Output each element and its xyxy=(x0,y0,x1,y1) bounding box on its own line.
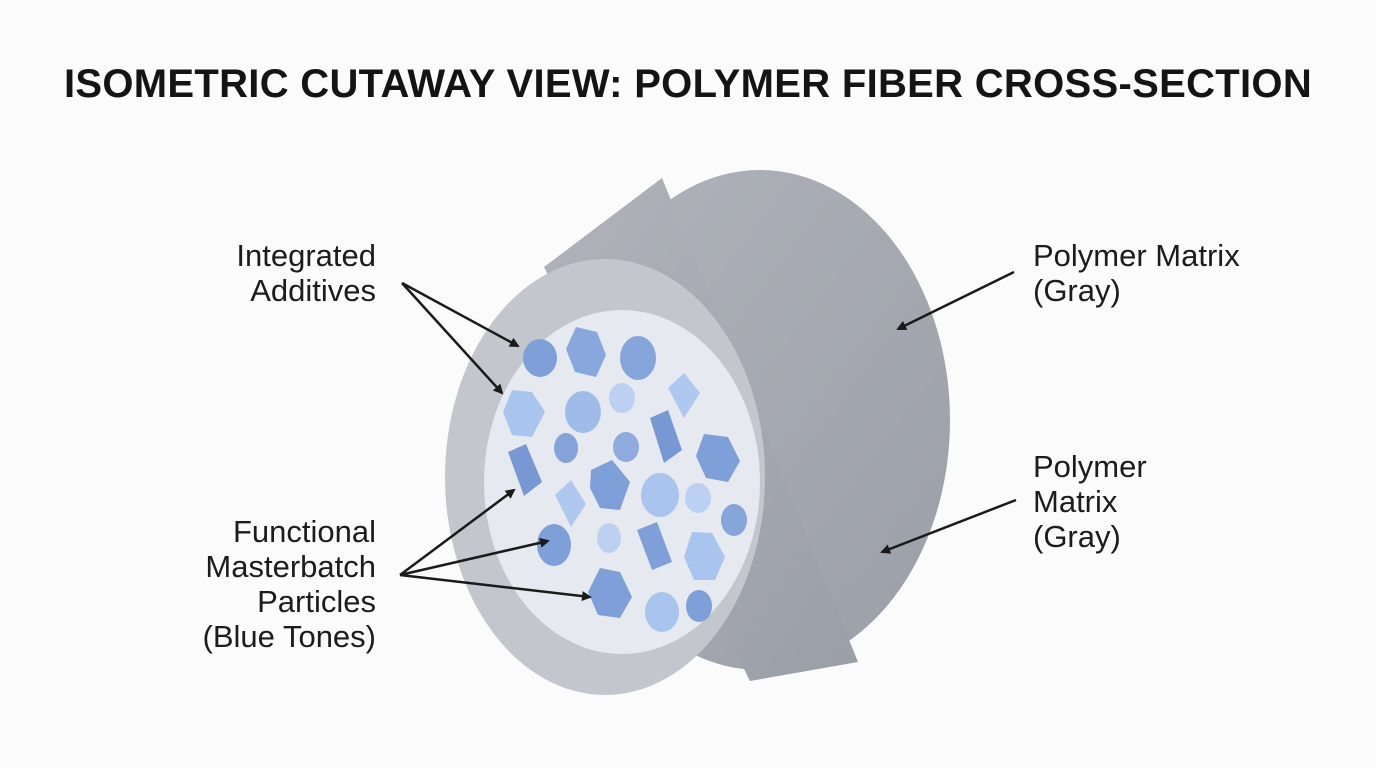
particle xyxy=(590,460,630,510)
page-title: ISOMETRIC CUTAWAY VIEW: POLYMER FIBER CR… xyxy=(63,62,1313,106)
particle xyxy=(503,390,545,437)
particle xyxy=(721,504,747,536)
label-line: (Gray) xyxy=(1033,273,1121,308)
label-line: Integrated xyxy=(236,238,376,273)
label-line: (Gray) xyxy=(1033,519,1121,554)
particle xyxy=(685,483,711,513)
particle xyxy=(696,434,740,482)
particle xyxy=(609,383,635,413)
particle xyxy=(554,433,578,463)
arrow-polymer-matrix-bottom xyxy=(880,498,1017,554)
label-polymer-matrix-bottom: Polymer Matrix (Gray) xyxy=(1033,449,1147,554)
particle xyxy=(566,327,606,377)
label-polymer-matrix-top: Polymer Matrix (Gray) xyxy=(1033,238,1240,308)
particle xyxy=(668,373,700,418)
particle xyxy=(555,480,586,527)
particle xyxy=(686,590,712,622)
particle xyxy=(537,524,571,566)
particle xyxy=(637,522,672,570)
particle xyxy=(597,523,621,553)
arrow-integrated-additives-2 xyxy=(401,282,504,395)
particle xyxy=(508,444,542,496)
particle xyxy=(650,410,682,463)
arrow-polymer-matrix-top xyxy=(896,270,1015,331)
label-line: Particles xyxy=(257,584,376,619)
label-line: Polymer Matrix xyxy=(1033,238,1240,273)
particle xyxy=(523,339,557,377)
label-line: Additives xyxy=(250,273,376,308)
particle xyxy=(641,473,679,517)
label-functional-masterbatch: Functional Masterbatch Particles (Blue T… xyxy=(203,514,376,654)
leader-arrows xyxy=(399,270,1017,602)
arrow-integrated-additives-1 xyxy=(401,281,520,348)
masterbatch-particles xyxy=(503,327,747,632)
particle xyxy=(588,568,632,618)
label-integrated-additives: Integrated Additives xyxy=(236,238,376,308)
particle xyxy=(565,391,601,433)
arrow-masterbatch-2 xyxy=(399,537,550,577)
label-line: (Blue Tones) xyxy=(202,619,376,654)
particle xyxy=(620,336,656,380)
particle xyxy=(684,532,725,580)
arrow-masterbatch-1 xyxy=(399,488,516,577)
label-line: Polymer xyxy=(1033,449,1147,484)
label-line: Masterbatch xyxy=(205,549,376,584)
label-line: Matrix xyxy=(1033,484,1118,519)
particle xyxy=(613,432,639,462)
label-line: Functional xyxy=(232,514,376,549)
arrow-masterbatch-3 xyxy=(399,573,592,602)
particle xyxy=(645,592,679,632)
